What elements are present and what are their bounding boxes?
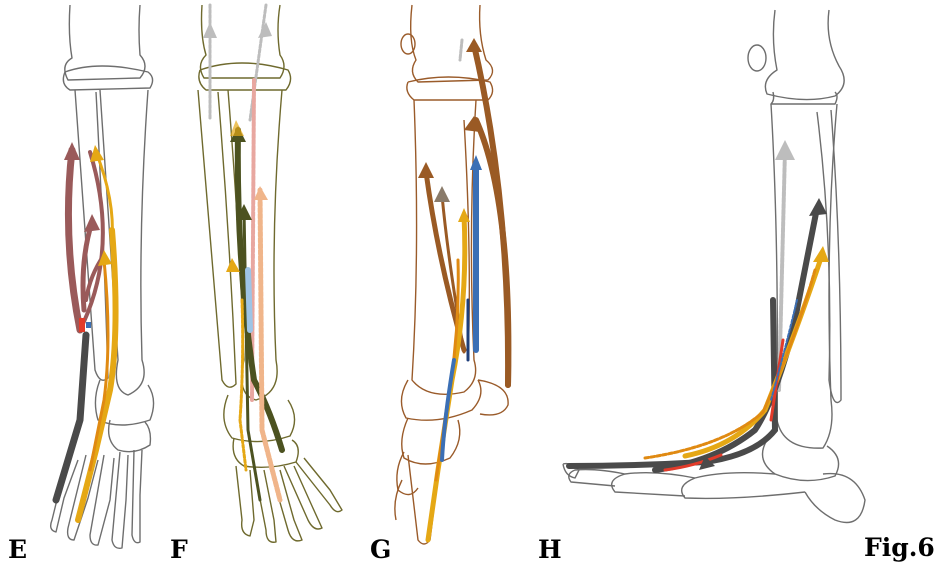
panel-f-illustration (170, 0, 375, 562)
panel-h: H Fig.6 (535, 0, 934, 562)
panel-g: G (368, 0, 543, 562)
panel-e: E (0, 0, 175, 562)
panel-g-illustration (368, 0, 543, 562)
figure-label: Fig.6 (864, 535, 934, 560)
panel-label-e: E (8, 537, 27, 562)
panel-f: F (170, 0, 375, 562)
panel-e-illustration (0, 0, 175, 562)
panel-label-h: H (538, 537, 562, 562)
panel-label-f: F (170, 537, 188, 562)
panel-label-g: G (370, 537, 391, 562)
panel-h-illustration (535, 0, 934, 562)
